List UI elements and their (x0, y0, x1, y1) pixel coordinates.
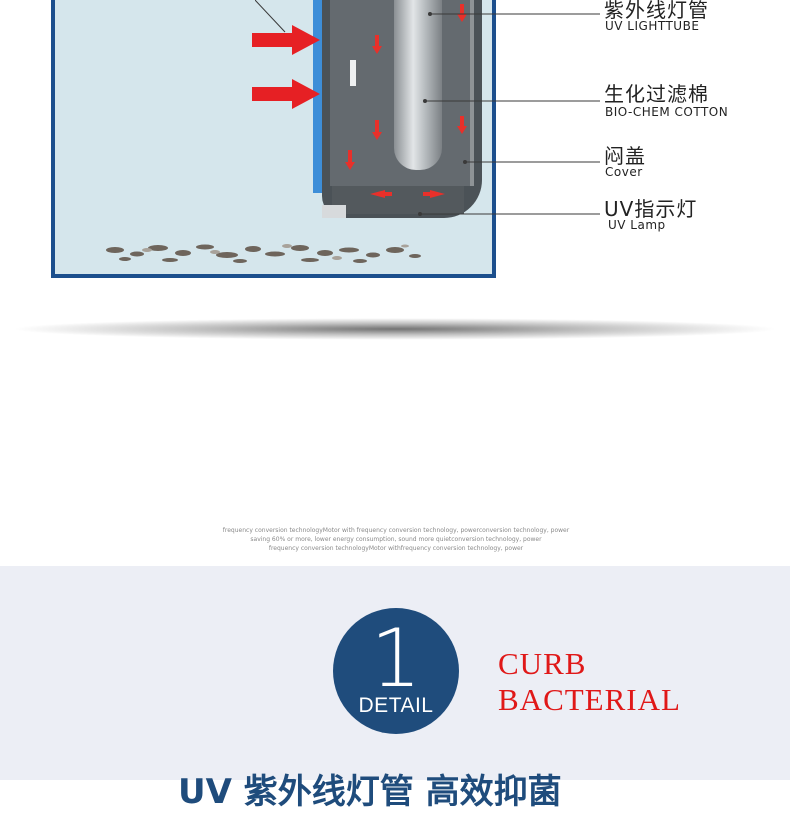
label-uv-tube-en: UV LIGHTTUBE (605, 19, 700, 33)
label-bio-cotton-cn: 生化过滤棉 (604, 82, 709, 106)
flow-arrows (345, 4, 467, 198)
label-cover-en: Cover (605, 165, 643, 179)
device-bottom (332, 186, 464, 214)
label-uv-lamp-en: UV Lamp (608, 218, 666, 232)
small-caption-line-2: saving 60% or more, lower energy consump… (250, 536, 542, 543)
cover-edge (470, 0, 474, 186)
detail-badge: 1 DETAIL (333, 608, 459, 734)
inflow-arrow (252, 25, 320, 55)
detail-headline: CURB BACTERIAL (498, 646, 681, 717)
inflow-arrow (252, 79, 320, 109)
label-uv-lamp-cn: UV指示灯 (604, 197, 698, 221)
section-shadow-divider (10, 318, 780, 340)
detail-number: 1 (370, 612, 422, 705)
leader-lines (255, 0, 600, 216)
uv-light-tube (394, 0, 442, 170)
label-uv-tube-cn: 紫外线灯管 (604, 0, 709, 22)
gravel-bed (106, 244, 421, 263)
small-caption-line-1: frequency conversion technologyMotor wit… (222, 527, 570, 534)
detail-title-cut: UV 紫外线灯管 高效抑菌 (178, 772, 562, 812)
base-plate (322, 205, 346, 218)
label-cover-cn: 闷盖 (604, 144, 646, 168)
label-bio-cotton-en: BIO-CHEM COTTON (605, 105, 729, 119)
detail-label: DETAIL (358, 694, 434, 717)
small-caption-line-3: frequency conversion technologyMotor wit… (268, 545, 524, 552)
